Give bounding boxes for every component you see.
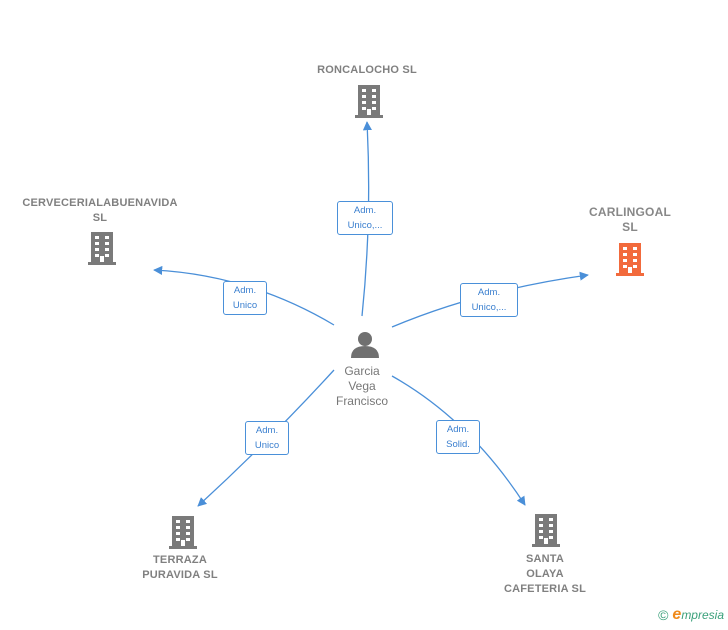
copyright-icon: © xyxy=(658,607,669,623)
building-icon[interactable] xyxy=(532,514,560,547)
empresia-footer[interactable]: © empresia xyxy=(658,606,724,624)
person-label[interactable]: Garcia Vega Francisco xyxy=(335,364,388,408)
edge-label-cerveceria[interactable]: Adm. Unico xyxy=(223,281,267,315)
empresia-logo: empresia xyxy=(672,606,724,623)
company-label-terraza[interactable]: TERRAZA PURAVIDA SL xyxy=(142,554,218,581)
company-label-carlingoal[interactable]: CARLINGOAL SL xyxy=(589,205,671,234)
company-label-cerveceria[interactable]: CERVECERIALABUENAVIDA SL xyxy=(22,197,178,224)
edge-label-roncalocho[interactable]: Adm. Unico,... xyxy=(337,201,393,235)
company-label-roncalocho[interactable]: RONCALOCHO SL xyxy=(317,64,417,76)
edge-label-terraza[interactable]: Adm. Unico xyxy=(245,421,289,455)
person-icon[interactable] xyxy=(351,332,379,358)
company-label-santa[interactable]: SANTA OLAYA CAFETERIA SL xyxy=(503,553,587,595)
edge-label-carlingoal[interactable]: Adm. Unico,... xyxy=(460,283,518,317)
building-icon[interactable] xyxy=(355,85,383,118)
building-icon[interactable] xyxy=(169,516,197,549)
building-icon[interactable] xyxy=(616,243,644,276)
edge-label-santa[interactable]: Adm. Solid. xyxy=(436,420,480,454)
building-icon[interactable] xyxy=(88,232,116,265)
